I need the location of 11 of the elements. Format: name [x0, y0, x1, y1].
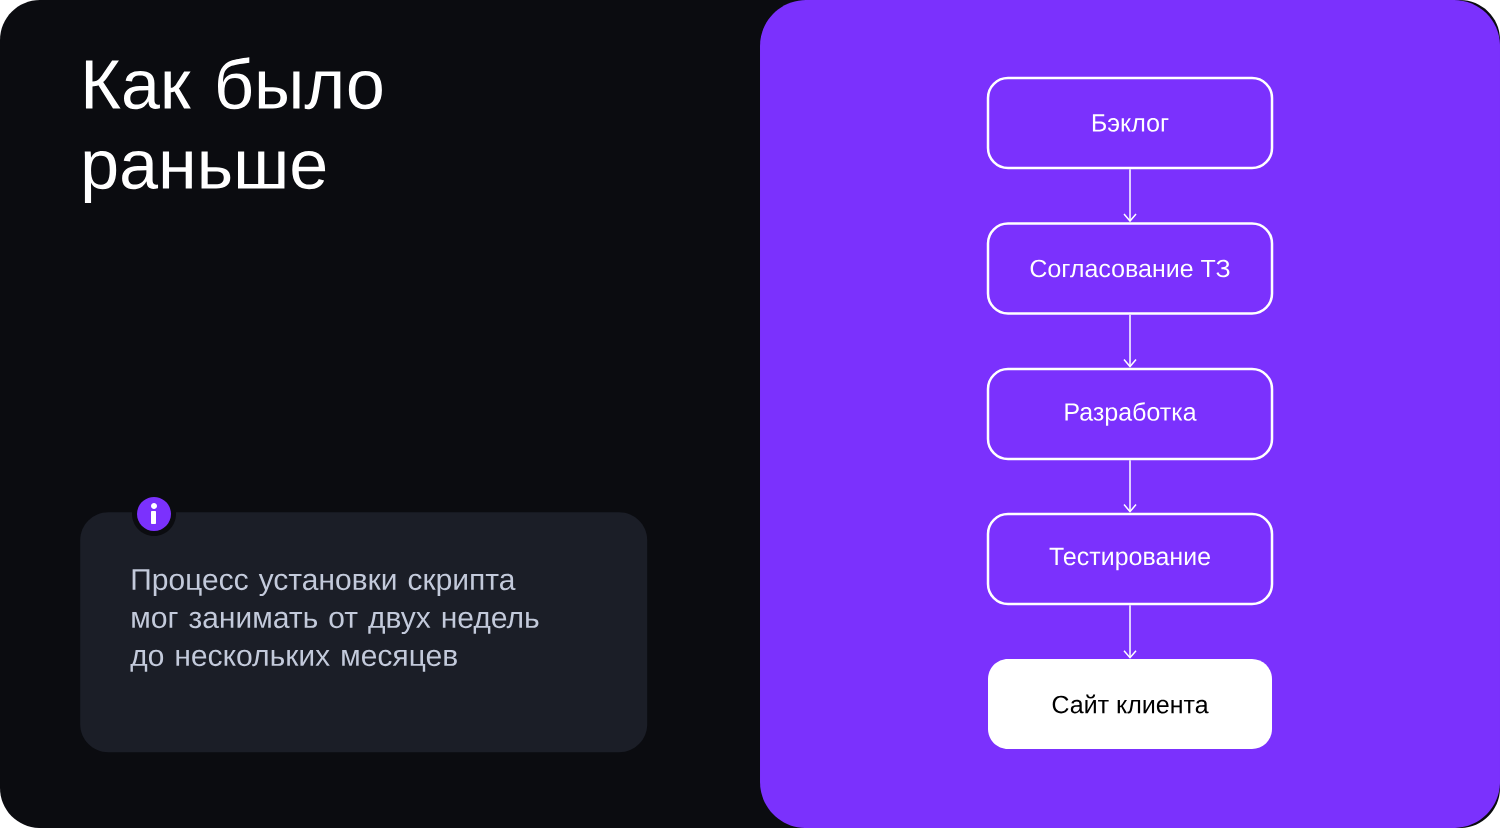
- process-box: Согласование ТЗ: [986, 222, 1274, 315]
- info-card: Процесс установки скрипта мог занимать от двух недель до нескольких месяцев: [80, 512, 648, 753]
- arrow: [1123, 459, 1137, 513]
- result-box: Сайт клиента: [988, 659, 1272, 749]
- arrow: [1123, 168, 1137, 223]
- arrow: [1123, 604, 1137, 659]
- arrow: [1123, 314, 1137, 368]
- process-box: Тестирование: [986, 512, 1274, 606]
- process-box: Бэклог: [986, 76, 1274, 170]
- title: Как было раньше: [84, 57, 382, 204]
- process-box: Разработка: [986, 367, 1274, 461]
